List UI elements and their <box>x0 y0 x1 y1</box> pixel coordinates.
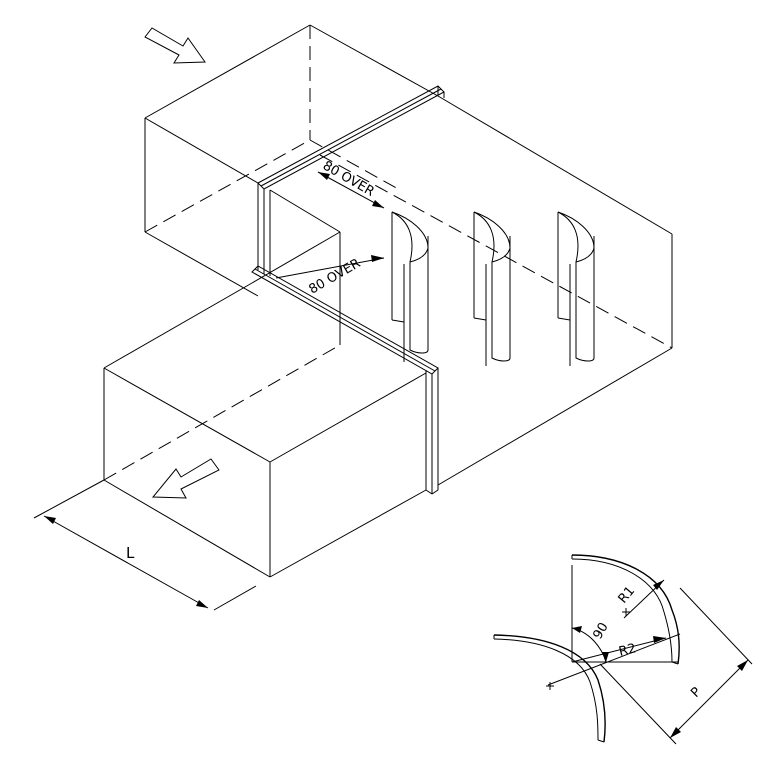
flange-upper <box>257 85 445 276</box>
lower-duct <box>103 231 427 578</box>
splitter-bottom-label: 80 OVER <box>307 256 364 297</box>
radius-inner-label: R2 <box>617 641 637 660</box>
length-label: L <box>126 544 135 562</box>
length-dimension: L <box>33 479 257 611</box>
turning-vane-2 <box>473 211 511 366</box>
radius-outer-label: R1 <box>616 584 639 607</box>
vane-detail: R1 R2 90 P <box>493 554 753 745</box>
inlet-arrow-icon <box>144 27 206 64</box>
splitter-bottom-dimension: 80 OVER <box>275 255 385 297</box>
splitter-top-label: 80 OVER <box>320 158 377 199</box>
splitter-top-dimension: 80 OVER <box>317 158 385 209</box>
angle-label: 90 <box>590 620 611 642</box>
pitch-label: P <box>688 685 704 701</box>
outlet-arrow-icon <box>151 458 220 499</box>
turning-vane-1 <box>391 211 429 362</box>
upper-duct <box>144 24 439 297</box>
turning-vane-3 <box>557 211 595 366</box>
elbow-body <box>269 95 673 486</box>
flange-lower <box>251 265 439 495</box>
